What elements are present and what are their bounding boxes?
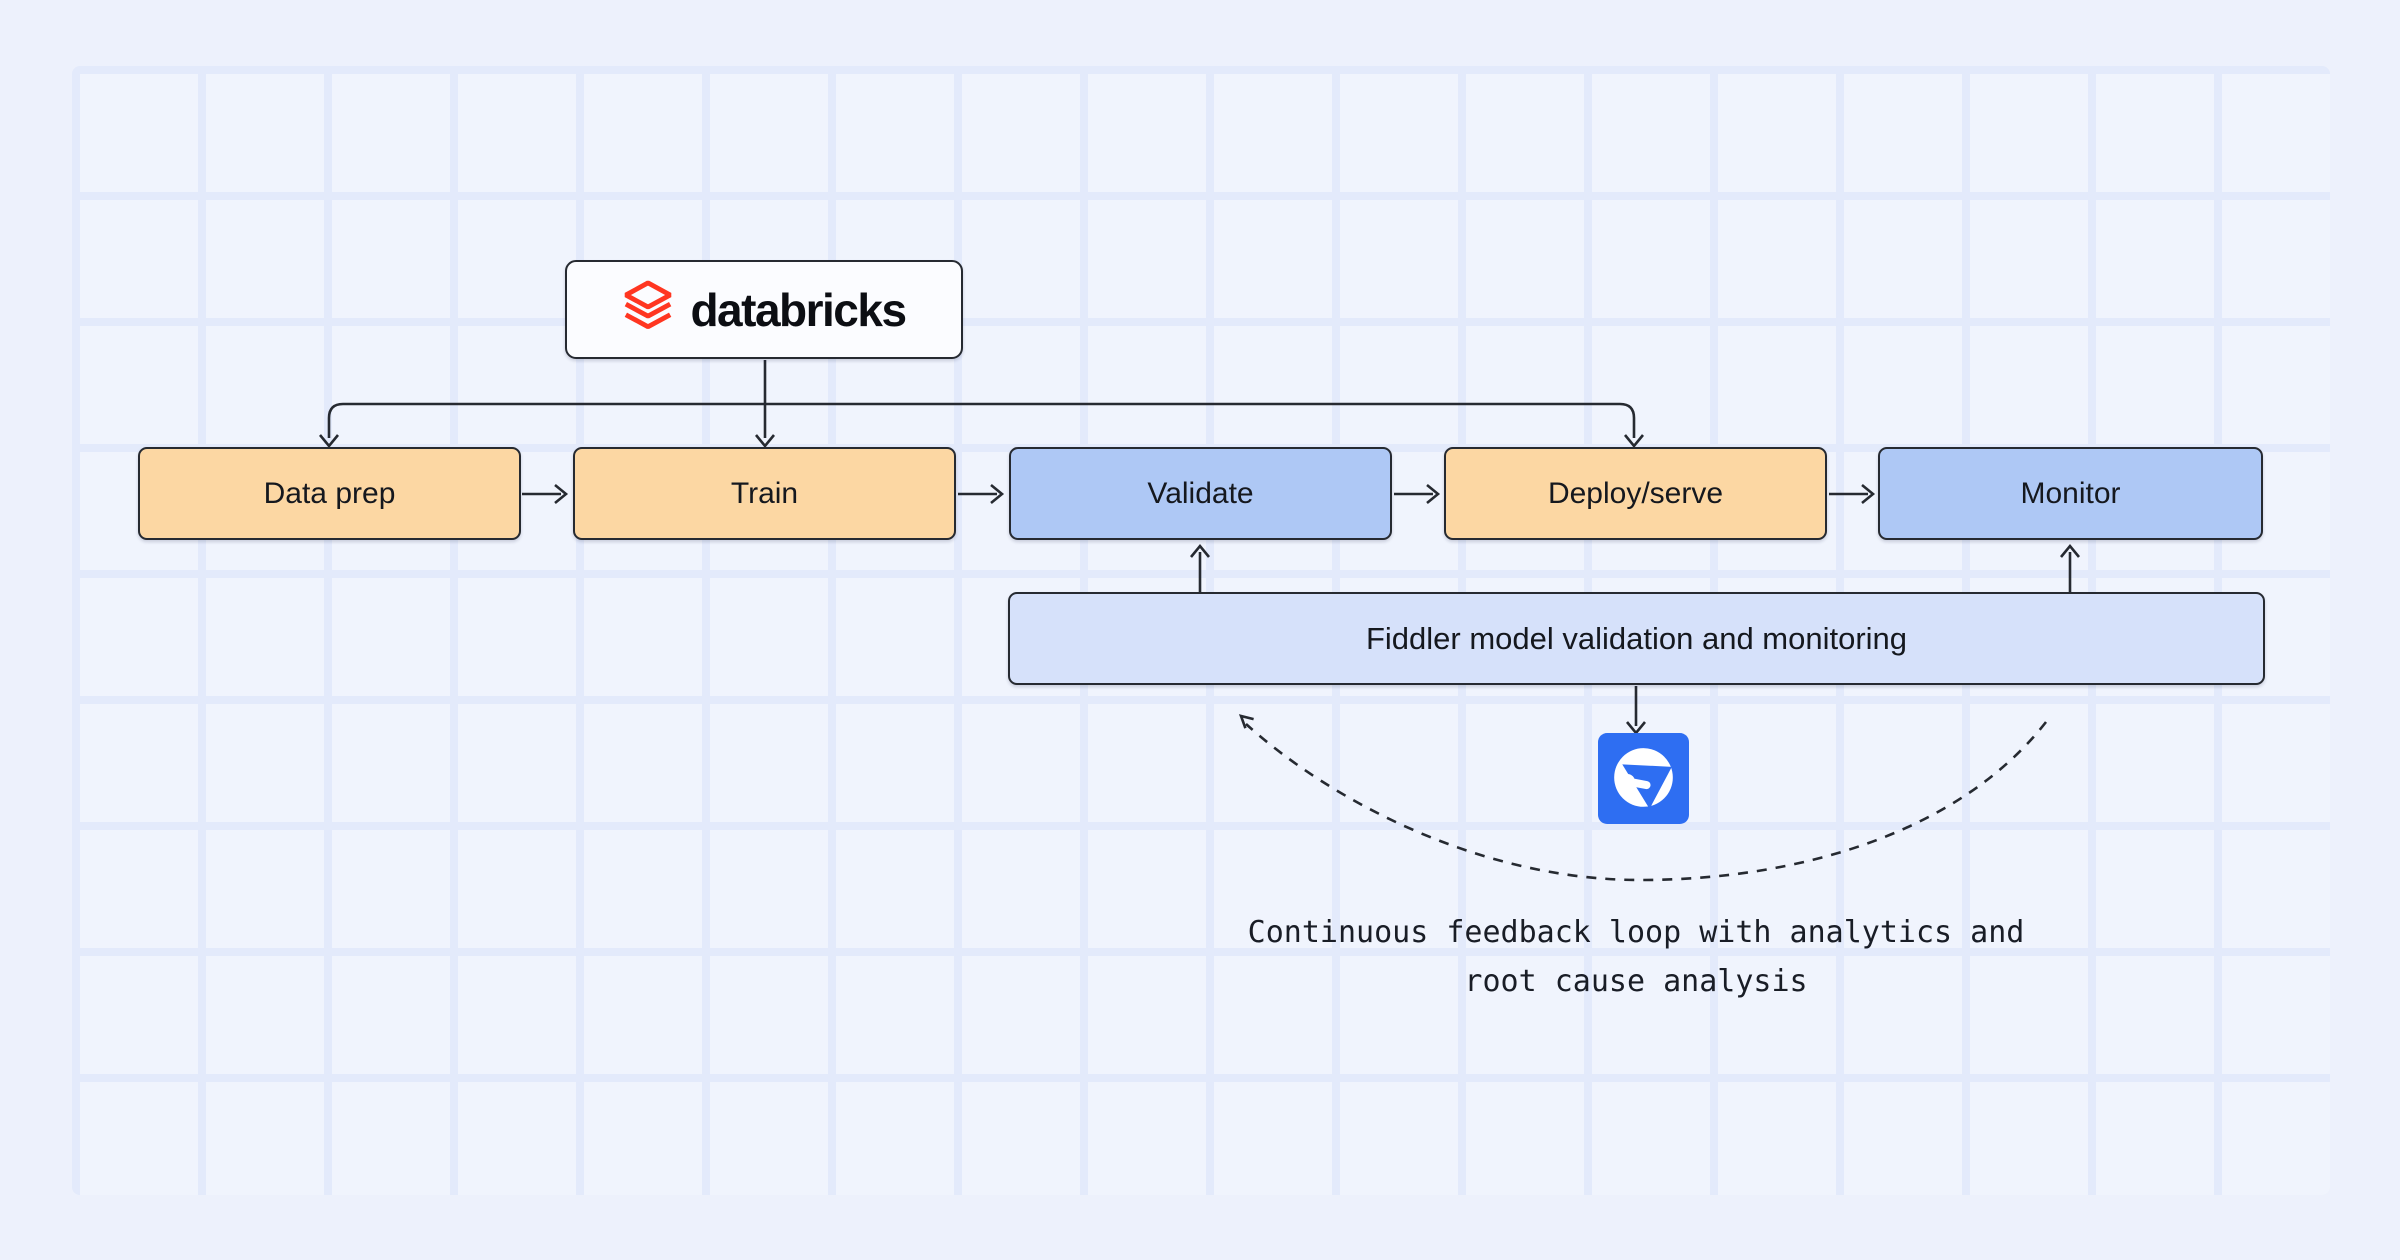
arrowhead-validate-deploy — [1426, 483, 1441, 505]
arrowhead-data-prep — [318, 434, 340, 449]
arrowhead-deploy — [1623, 434, 1645, 449]
fiddler-bar-label: Fiddler model validation and monitoring — [1365, 620, 1908, 656]
databricks-node: databricks — [565, 260, 963, 359]
fiddler-validation-bar: Fiddler model validation and monitoring — [1008, 592, 2265, 685]
arrowhead-validate-up — [1189, 543, 1211, 558]
databricks-wordmark: databricks — [690, 283, 907, 336]
stage-box-validate: Validate — [1009, 447, 1392, 540]
databricks-logo-icon — [622, 279, 674, 340]
stage-label: Train — [730, 476, 799, 510]
arrow-branch-bar — [327, 402, 1636, 438]
stage-label: Data prep — [263, 476, 396, 510]
stage-box-deploy-serve: Deploy/serve — [1444, 447, 1827, 540]
stage-label: Monitor — [2020, 476, 2121, 510]
feedback-note: Continuous feedback loop with analytics … — [1036, 908, 2236, 1006]
stage-box-train: Train — [573, 447, 956, 540]
feedback-loop-curve — [1245, 721, 2048, 882]
arrowhead-feedback-loop — [1238, 714, 1254, 729]
stage-box-data-prep: Data prep — [138, 447, 521, 540]
stage-label: Deploy/serve — [1547, 476, 1724, 510]
feedback-note-line1: Continuous feedback loop with analytics … — [1247, 915, 2025, 950]
arrowhead-train — [754, 434, 776, 449]
fiddler-logo-icon — [1598, 733, 1689, 824]
arrowhead-train-validate — [990, 483, 1005, 505]
feedback-note-line2: root cause analysis — [1464, 964, 1808, 999]
arrowhead-monitor-up — [2059, 543, 2081, 558]
stage-label: Validate — [1147, 476, 1254, 510]
stage-box-monitor: Monitor — [1878, 447, 2263, 540]
arrowhead-deploy-monitor — [1861, 483, 1876, 505]
arrowhead-dataprep-train — [554, 483, 569, 505]
